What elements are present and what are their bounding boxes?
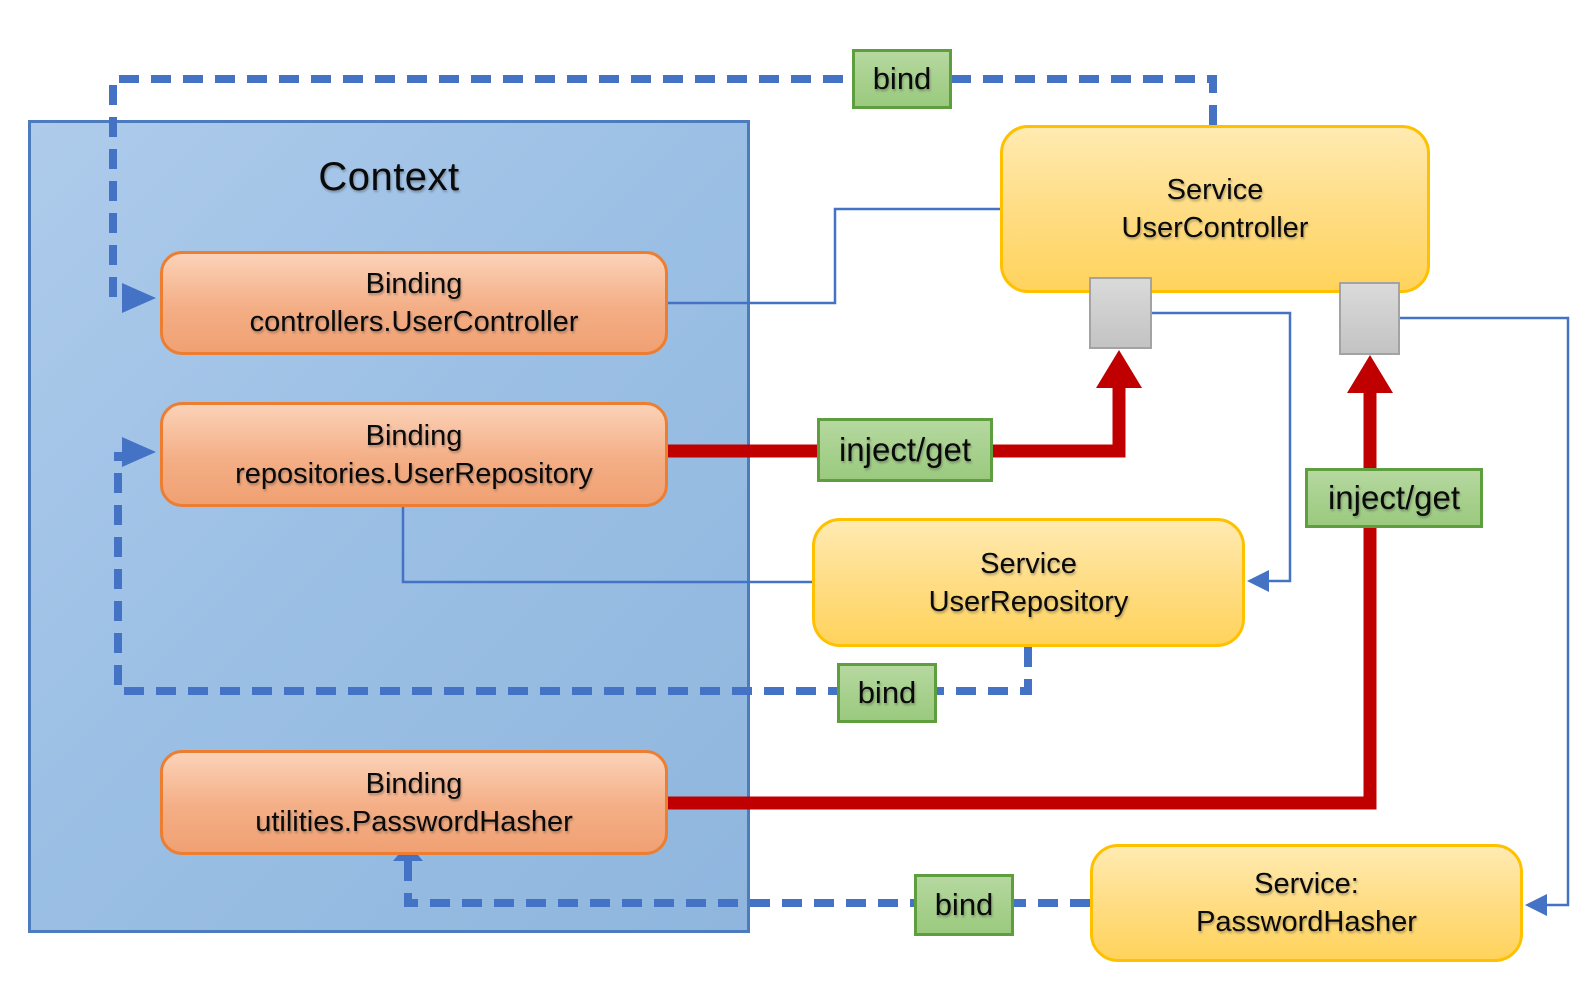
line-slot1-to-service-userrepository-arrow [1152, 311, 1292, 592]
service-userrepository-name: UserRepository [928, 585, 1129, 618]
bind-label-middle: bind [837, 663, 937, 723]
service-usercontroller-name: UserController [1121, 212, 1309, 244]
line-slot2-to-service-passwordhasher-arrow [1400, 316, 1570, 916]
context-title: Context [318, 155, 460, 199]
binding-userrepository: Binding repositories.UserRepository [160, 402, 668, 507]
service-passwordhasher: Service: PasswordHasher [1090, 844, 1523, 962]
bind-connector-usercontroller [109, 75, 1217, 313]
bind-connector-userrepository [114, 437, 1032, 695]
inject-get-label-left: inject/get [817, 418, 993, 482]
binding-passwordhasher-title: Binding [365, 767, 463, 800]
injection-slot-userrepository [1089, 277, 1152, 349]
service-usercontroller: Service UserController [1000, 125, 1430, 293]
line-binding2-to-service-userrepository [401, 507, 812, 584]
line-binding1-to-service-usercontroller [668, 207, 1000, 305]
service-usercontroller-title: Service [1166, 174, 1264, 206]
binding-usercontroller-key: controllers.UserController [249, 306, 579, 338]
binding-usercontroller: Binding controllers.UserController [160, 251, 668, 355]
service-passwordhasher-title: Service: [1254, 868, 1359, 900]
inject-get-label-right: inject/get [1305, 468, 1483, 528]
binding-passwordhasher-key: utilities.PasswordHasher [255, 805, 573, 838]
bind-label-bottom: bind [914, 874, 1014, 936]
inject-arrow-passwordhasher [668, 355, 1393, 810]
binding-userrepository-key: repositories.UserRepository [235, 457, 593, 490]
service-passwordhasher-name: PasswordHasher [1196, 906, 1417, 938]
service-userrepository: Service UserRepository [812, 518, 1245, 647]
injection-slot-passwordhasher [1339, 282, 1400, 355]
binding-userrepository-title: Binding [365, 419, 463, 452]
binding-usercontroller-title: Binding [365, 268, 463, 300]
service-userrepository-title: Service [980, 547, 1077, 580]
binding-passwordhasher: Binding utilities.PasswordHasher [160, 750, 668, 855]
bind-label-top: bind [852, 49, 952, 109]
